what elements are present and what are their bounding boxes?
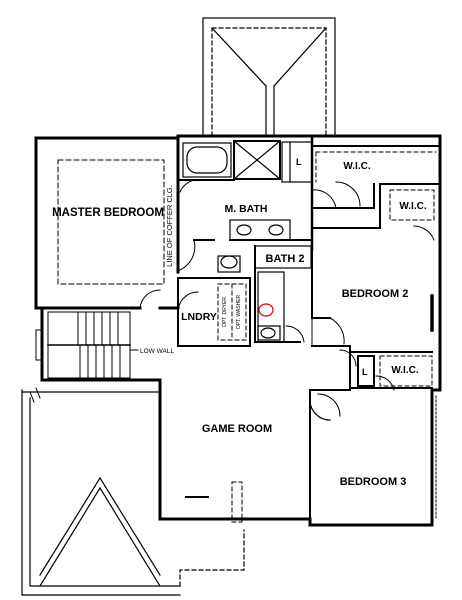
coffer-ceiling-outline bbox=[57, 159, 165, 285]
coffer-ceiling-note: LINE OF COFFER CLG. bbox=[165, 185, 174, 267]
wic-1-walls bbox=[311, 145, 441, 209]
washer-note: OPT. WASHER bbox=[236, 294, 242, 329]
bath-2-label: BATH 2 bbox=[266, 253, 305, 265]
dryer-note: OPT. DRYER bbox=[222, 297, 228, 327]
staircase bbox=[35, 289, 162, 382]
wic-2-label: W.I.C. bbox=[399, 201, 426, 212]
wic-3-walls bbox=[339, 349, 433, 391]
wic-1-label: W.I.C. bbox=[343, 161, 370, 172]
laundry-walls bbox=[177, 277, 251, 347]
linen-2-note: L bbox=[362, 367, 368, 377]
linen-1-note: L bbox=[296, 157, 302, 167]
master-bedroom-label: MASTER BEDROOM bbox=[52, 207, 164, 219]
m-bath-label: M. BATH bbox=[225, 203, 268, 215]
lndry-label: LNDRY bbox=[181, 311, 217, 323]
master-bath-fixtures bbox=[177, 134, 337, 273]
game-room-details bbox=[138, 317, 331, 523]
bedroom-2-walls bbox=[311, 249, 434, 389]
game-room-label: GAME ROOM bbox=[202, 423, 272, 435]
wic-2-walls bbox=[311, 183, 435, 241]
bedroom-3-walls bbox=[309, 389, 437, 526]
roof-projection-bottom bbox=[21, 387, 245, 596]
low-wall-note: LOW WALL bbox=[140, 348, 174, 355]
bedroom-3-label: BEDROOM 3 bbox=[340, 476, 407, 488]
wic-3-label: W.I.C. bbox=[391, 365, 418, 376]
roof-projection-top bbox=[202, 17, 336, 137]
bedroom-2-label: BEDROOM 2 bbox=[342, 288, 409, 300]
